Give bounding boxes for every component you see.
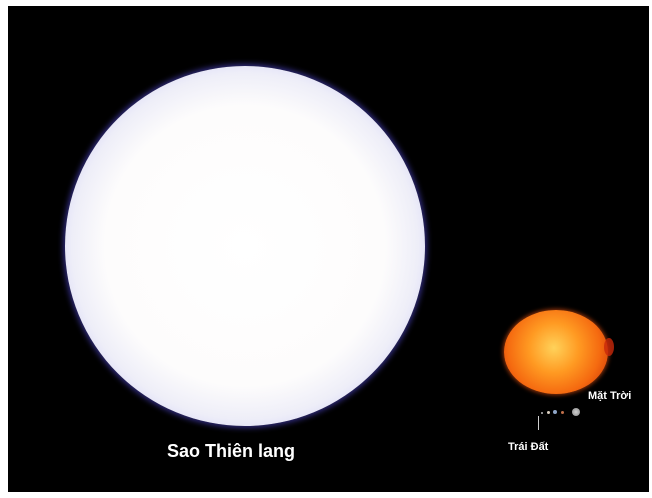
sun-label: Mặt Trời bbox=[588, 390, 632, 402]
planet-mercury bbox=[541, 412, 543, 414]
sirius-label: Sao Thiên lang bbox=[167, 441, 296, 461]
earth-pointer-line bbox=[538, 416, 539, 430]
earth-label: Trái Đất bbox=[508, 441, 549, 453]
star-size-comparison-scene: Sao Thiên lang Mặt Trời Trái Đất bbox=[8, 6, 649, 492]
planet-jupiter bbox=[572, 408, 580, 416]
planet-mars bbox=[561, 411, 564, 414]
sirius-star bbox=[65, 66, 425, 426]
planet-venus bbox=[547, 411, 550, 414]
sun-star bbox=[504, 310, 614, 394]
planet-earth bbox=[553, 410, 557, 414]
